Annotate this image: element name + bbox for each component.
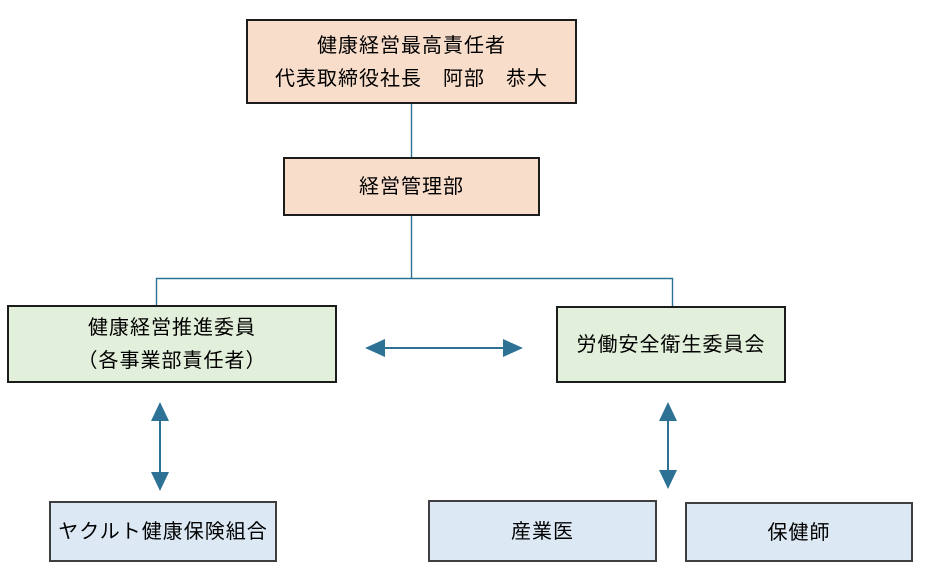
- promotion-committee-box: 健康経営推進委員 （各事業部責任者）: [7, 305, 337, 383]
- public-health-nurse-box: 保健師: [685, 502, 913, 562]
- safety-committee-box: 労働安全衛生委員会: [556, 306, 786, 383]
- horizontal-double-arrow-right-head: [503, 339, 523, 357]
- management-dept-label: 経営管理部: [359, 174, 464, 198]
- insurance-union-label: ヤクルト健康保険組合: [58, 519, 268, 543]
- safety-committee-label: 労働安全衛生委員会: [576, 332, 766, 356]
- left-vertical-double-arrow-icon: [151, 402, 169, 491]
- ceo-box: 健康経営最高責任者 代表取締役社長 阿部 恭大: [246, 19, 577, 104]
- horizontal-double-arrow-left-head: [365, 339, 385, 357]
- left-vertical-double-arrow-top-head: [151, 402, 169, 421]
- occupational-physician-label: 産業医: [511, 518, 574, 543]
- horizontal-double-arrow-icon: [365, 339, 523, 357]
- right-vertical-double-arrow-top-head: [659, 402, 677, 421]
- occupational-physician-box: 産業医: [428, 500, 657, 562]
- ceo-box-title: 健康経営最高責任者: [317, 32, 506, 57]
- ceo-box-name: 代表取締役社長 阿部 恭大: [275, 65, 548, 90]
- right-vertical-double-arrow-icon: [659, 402, 677, 489]
- right-vertical-double-arrow-bottom-head: [659, 470, 677, 489]
- left-vertical-double-arrow-bottom-head: [151, 472, 169, 491]
- public-health-nurse-label: 保健師: [767, 519, 831, 544]
- management-dept-box: 経営管理部: [283, 157, 540, 216]
- promotion-committee-subtitle: （各事業部責任者）: [77, 348, 267, 372]
- promotion-committee-title: 健康経営推進委員: [88, 315, 256, 339]
- insurance-union-box: ヤクルト健康保険組合: [49, 501, 277, 562]
